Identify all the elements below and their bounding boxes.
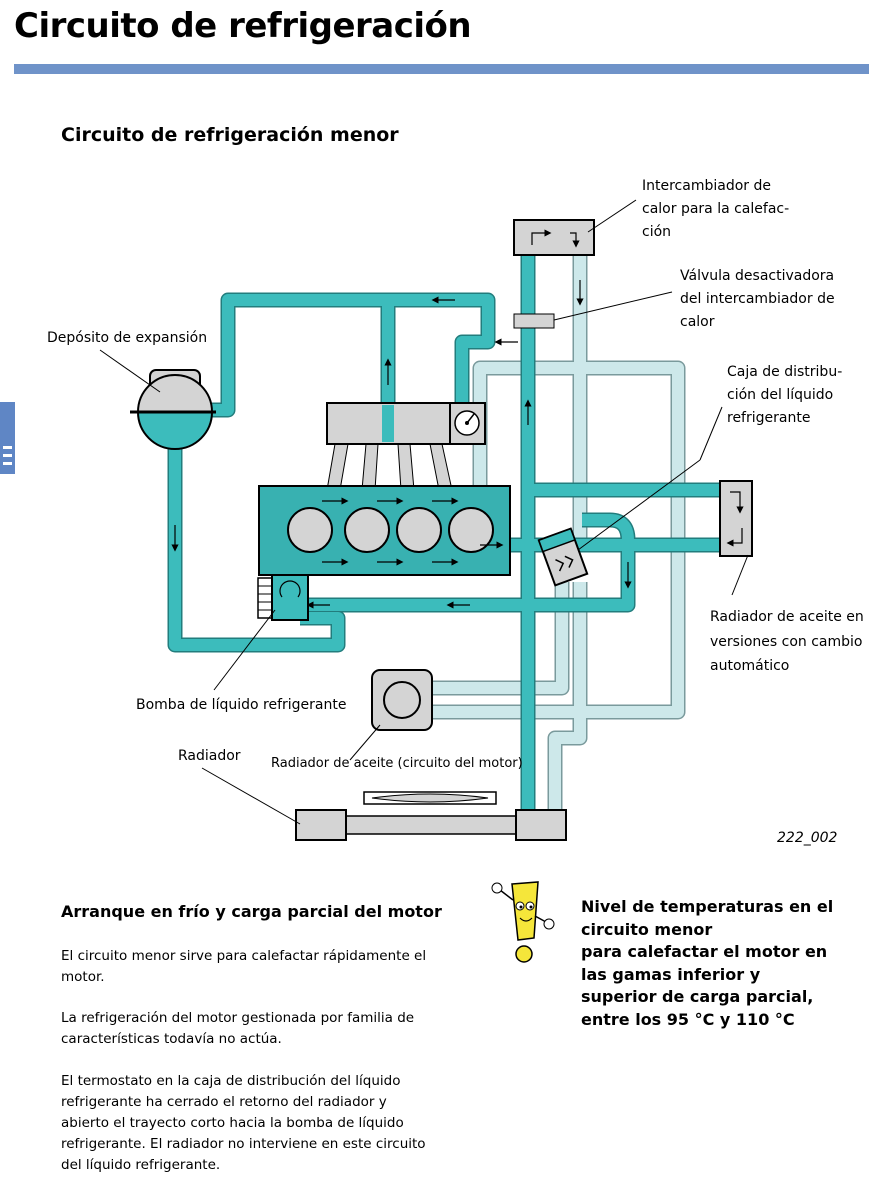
figure-number: 222_002 [777, 830, 838, 846]
label-expansion-tank: Depósito de expansión [47, 330, 208, 346]
label-cutoff-valve: Válvula desactivadora del intercambiador… [680, 268, 835, 330]
oil-cooler-engine [371, 669, 433, 731]
leader-lines [99, 199, 749, 825]
page-title: Circuito de refrigeración [14, 6, 472, 46]
label-oil-cooler-automatic: Radiador de aceite en versiones con camb… [710, 609, 864, 674]
expansion-tank [130, 369, 216, 450]
section-title: Circuito de refrigeración menor [61, 124, 399, 146]
label-heat-exchanger: Intercambiador de calor para la calefac-… [642, 178, 790, 240]
paragraph-3: El termostato en la caja de distribución… [61, 1073, 426, 1173]
title-rule [14, 64, 869, 74]
paragraph-2: La refrigeración del motor gestionada po… [61, 1010, 415, 1047]
paragraph-1: El circuito menor sirve para calefactar … [61, 948, 427, 985]
engine-block [258, 485, 511, 576]
label-oil-cooler-engine: Radiador de aceite (circuito del motor) [271, 756, 523, 771]
intake-manifold [326, 402, 486, 491]
subsection-title: Arranque en frío y carga parcial del mot… [61, 902, 442, 921]
exclamation-mascot-icon [491, 881, 555, 963]
heat-exchanger [513, 219, 595, 256]
cooling-circuit-diagram [99, 199, 753, 841]
note-box: Nivel de temperaturas en el circuito men… [581, 896, 841, 1032]
radiator [295, 791, 567, 841]
note-heading: Nivel de temperaturas en el circuito men… [581, 897, 834, 939]
coolant-pump [257, 574, 309, 621]
side-tab-icon[interactable] [0, 402, 15, 474]
cutoff-valve [513, 313, 555, 329]
note-text: para calefactar el motor en las gamas in… [581, 942, 828, 1029]
oil-cooler-automatic [719, 480, 753, 557]
label-radiator: Radiador [178, 748, 241, 764]
label-distribution-box: Caja de distribu- ción del líquido refri… [727, 364, 843, 426]
flow-arrows [171, 280, 632, 609]
label-coolant-pump: Bomba de líquido refrigerante [136, 697, 347, 713]
distribution-box [537, 527, 589, 587]
